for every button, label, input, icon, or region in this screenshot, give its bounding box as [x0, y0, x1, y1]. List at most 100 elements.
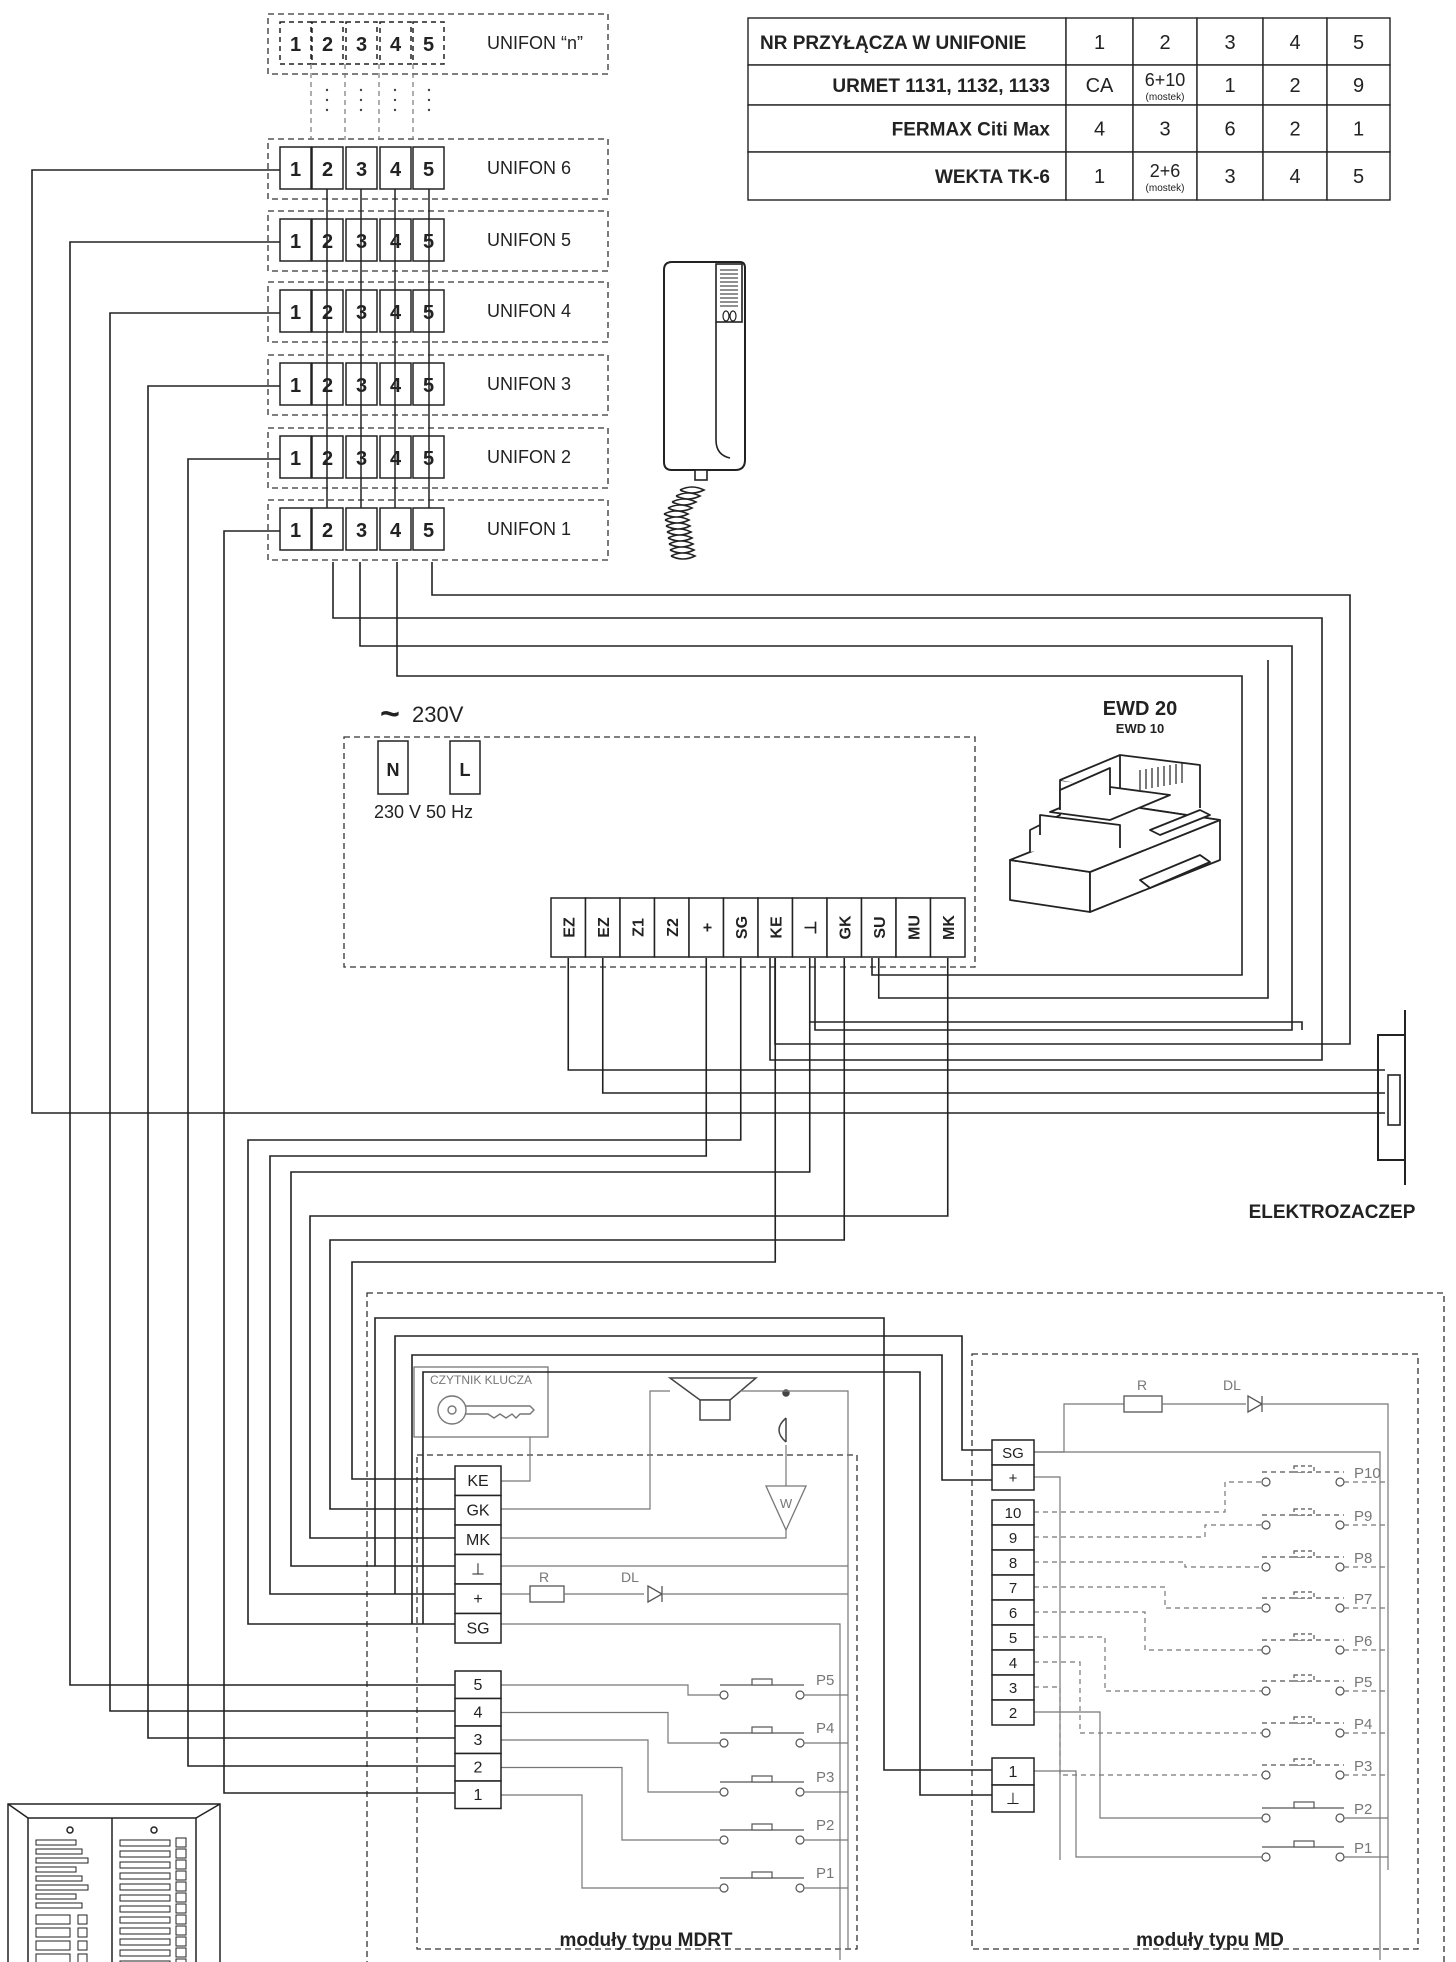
panel-slot — [35, 1875, 83, 1882]
ellipsis-dot — [359, 98, 363, 102]
key-reader: CZYTNIK KLUCZA — [413, 1366, 549, 1438]
panel-button — [175, 1936, 187, 1947]
contact — [795, 1883, 805, 1893]
panel-slot — [119, 1916, 171, 1924]
unifon-terminal-label: 1 — [290, 34, 301, 56]
panel-slot — [35, 1866, 77, 1873]
md-call-button: P2 — [1034, 1711, 1388, 1823]
unifon-terminal-label: 3 — [356, 34, 367, 56]
mdrt-caption: moduły typu MDRT — [559, 1930, 732, 1951]
ewd-terminal-label: EZ — [596, 917, 613, 938]
unifon-terminal-label: 4 — [390, 520, 402, 542]
mdrt-terminal-label: SG — [466, 1621, 489, 1638]
contact — [1335, 1477, 1345, 1487]
table-cell — [747, 104, 1067, 153]
contact — [795, 1738, 805, 1748]
contact — [1261, 1728, 1271, 1738]
modules-outline — [366, 1292, 1445, 1962]
unifon-terminal — [279, 435, 312, 479]
md-terminal — [991, 1464, 1035, 1491]
table-header: NR PRZYŁĄCZA W UNIFONIE — [760, 33, 1026, 54]
ewd-terminal-label: Z2 — [665, 918, 682, 937]
unifon-label: UNIFON 1 — [487, 519, 571, 539]
panel-slot — [119, 1894, 171, 1902]
mdrt-terminal — [454, 1494, 502, 1526]
md-call-button: P1 — [1034, 1770, 1388, 1862]
unifon-terminal — [279, 218, 312, 262]
unifon-terminal-label: 3 — [356, 520, 367, 542]
unifon-outline — [267, 354, 609, 416]
contact — [1261, 1562, 1271, 1572]
resistor — [529, 1585, 565, 1603]
md-button-cap — [1293, 1465, 1315, 1473]
contact — [719, 1835, 729, 1845]
panel-slot — [35, 1914, 71, 1925]
unifon-outline — [267, 138, 609, 200]
md-terminal — [991, 1674, 1035, 1701]
unifon-label: UNIFON 6 — [487, 158, 571, 178]
table-cell-value: 2 — [1289, 75, 1300, 97]
contact — [719, 1738, 729, 1748]
panel-button — [175, 1925, 187, 1936]
call-button: P4 — [501, 1711, 848, 1748]
panel-button — [77, 1940, 88, 1951]
md-call-button: P4 — [1034, 1661, 1388, 1738]
unifon-outline — [267, 210, 609, 272]
md-button-wire — [1034, 1524, 1262, 1538]
panel-slot — [35, 1893, 77, 1900]
reader-wire — [501, 1437, 531, 1482]
panel-button — [175, 1947, 187, 1958]
contact — [1261, 1477, 1271, 1487]
md-terminal-label: 7 — [1009, 1580, 1017, 1597]
md-sg-rail — [1034, 1451, 1381, 1960]
table-cell — [1196, 17, 1264, 66]
md-button-wire — [1034, 1686, 1262, 1776]
mk-wire — [309, 958, 949, 1539]
panel-slot — [119, 1883, 171, 1891]
unifon-outline — [267, 281, 609, 343]
plus-to-md-wire — [411, 1354, 992, 1624]
led-icon — [647, 1584, 664, 1604]
contact — [1261, 1520, 1271, 1530]
panel-button — [175, 1859, 187, 1870]
table-cell — [1196, 104, 1264, 153]
unifon-terminal-label: 4 — [390, 375, 402, 397]
unifon-terminal-label: 5 — [423, 34, 434, 56]
mdrt-call-terminal — [454, 1697, 502, 1727]
panel-slot — [35, 1884, 89, 1891]
table-cell-value: 6+10 — [1145, 70, 1186, 90]
md-button-label: P1 — [1354, 1840, 1372, 1857]
button-label: P5 — [816, 1672, 834, 1689]
md-common-rail — [1262, 1403, 1389, 1870]
md-call-button: P5 — [1034, 1636, 1388, 1696]
md-call-button: P7 — [1034, 1586, 1388, 1613]
mdrt-call-terminal — [454, 1725, 502, 1755]
unifon-terminal — [279, 146, 312, 190]
unifon-terminal — [279, 289, 312, 333]
bus-wire-5 — [431, 562, 1351, 1045]
md-button-label: P8 — [1354, 1550, 1372, 1567]
table-cell — [1326, 64, 1391, 106]
unifon-terminal-label: 4 — [390, 34, 402, 56]
bus-wire-2 — [332, 562, 1323, 1061]
unifon-terminal — [412, 507, 445, 551]
speaker-wire — [501, 1390, 670, 1510]
md-button-cap — [1293, 1674, 1315, 1682]
unifon-outline — [267, 13, 609, 75]
md-button-wire — [1034, 1586, 1262, 1609]
unifon-terminal — [311, 507, 344, 551]
key-reader-label: CZYTNIK KLUCZA — [430, 1373, 532, 1387]
md-button-cap — [1293, 1840, 1315, 1848]
led-label: DL — [621, 1569, 639, 1585]
unifon-terminal-label: 4 — [390, 231, 402, 253]
terminal-l — [449, 740, 481, 795]
mdrt-terminal-label: GK — [466, 1503, 489, 1520]
unifon-terminal-label: 1 — [290, 448, 301, 470]
md-sg-wire — [1034, 1403, 1124, 1453]
amp-out-wire — [501, 1530, 787, 1539]
